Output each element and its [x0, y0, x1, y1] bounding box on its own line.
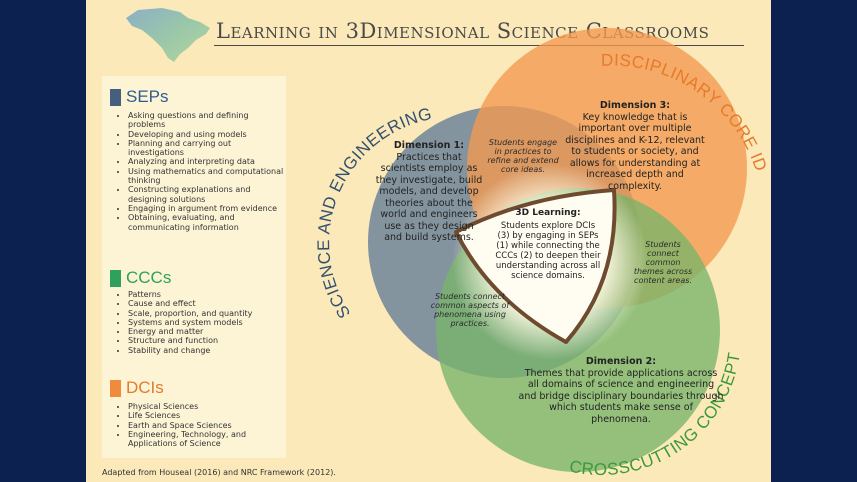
- dimension-1-text: Practices that scientists employ as they…: [375, 151, 483, 244]
- cccs-list-item: Scale, proportion, and quantity: [128, 309, 288, 318]
- left-legend-panel: SEPs Asking questions and defining probl…: [102, 76, 286, 458]
- cccs-swatch: [110, 269, 121, 287]
- overlap-sep-dci-text: Students engage in practices to refine a…: [487, 138, 559, 174]
- cccs-list-item: Systems and system models: [128, 318, 288, 327]
- south-carolina-map-icon: [126, 8, 210, 62]
- dimension-2-heading: Dimension 2:: [585, 356, 657, 367]
- seps-list-item: Asking questions and defining problems: [128, 111, 288, 130]
- title-divider: [214, 45, 744, 46]
- venn-diagram: SCIENCE AND ENGINEERING PRACTICES DISCIP…: [86, 0, 770, 479]
- center-shield: [454, 188, 617, 344]
- dimension-2-text: Themes that provide applications across …: [518, 367, 724, 425]
- dimension-3-block: Dimension 3: Key knowledge that is impor…: [564, 100, 706, 192]
- center-3d-learning-block: 3D Learning: Students explore DCIs (3) b…: [494, 208, 602, 281]
- cccs-list-item: Energy and matter: [128, 327, 288, 336]
- poster: Learning in 3Dimensional Science Classro…: [86, 0, 771, 482]
- footnote: Adapted from Houseal (2016) and NRC Fram…: [102, 468, 336, 477]
- cccs-heading: CCCs: [110, 268, 171, 288]
- cccs-list-item: Structure and function: [128, 336, 288, 345]
- overlap-sep-ccc-text: Students connect common aspects of pheno…: [430, 292, 510, 328]
- dcis-heading: DCIs: [110, 378, 164, 398]
- seps-list-item: Engaging in argument from evidence: [128, 204, 288, 213]
- dcis-list-item: Physical Sciences: [128, 402, 288, 411]
- seps-swatch: [110, 88, 121, 106]
- dcis-list: Physical SciencesLife SciencesEarth and …: [116, 402, 288, 448]
- cccs-list-item: Stability and change: [128, 346, 288, 355]
- dcis-list-item: Life Sciences: [128, 411, 288, 420]
- center-heading: 3D Learning:: [515, 208, 581, 218]
- seps-list-item: Developing and using models: [128, 130, 288, 139]
- dimension-1-heading: Dimension 1:: [393, 140, 465, 151]
- cccs-title: CCCs: [126, 268, 172, 287]
- dcis-title: DCIs: [126, 378, 164, 397]
- center-text: Students explore DCIs (3) by engaging in…: [495, 221, 601, 281]
- dcis-swatch: [110, 379, 121, 397]
- seps-list: Asking questions and defining problemsDe…: [116, 111, 288, 232]
- seps-heading: SEPs: [110, 87, 169, 107]
- seps-title: SEPs: [126, 87, 169, 106]
- seps-list-item: Using mathematics and computational thin…: [128, 167, 288, 186]
- seps-list-item: Analyzing and interpreting data: [128, 157, 288, 166]
- dimension-3-heading: Dimension 3:: [599, 100, 671, 111]
- dcis-list-item: Earth and Space Sciences: [128, 421, 288, 430]
- seps-list-item: Planning and carrying out investigations: [128, 139, 288, 158]
- dcis-list-item: Engineering, Technology, and Application…: [128, 430, 288, 449]
- seps-list-item: Constructing explanations and designing …: [128, 185, 288, 204]
- dimension-3-text: Key knowledge that is important over mul…: [565, 111, 705, 192]
- overlap-dci-ccc-text: Students connect common themes across co…: [633, 240, 693, 285]
- dimension-1-block: Dimension 1: Practices that scientists e…: [374, 140, 484, 244]
- cccs-list-item: Patterns: [128, 290, 288, 299]
- cccs-list: PatternsCause and effectScale, proportio…: [116, 290, 288, 355]
- cccs-list-item: Cause and effect: [128, 299, 288, 308]
- dimension-2-block: Dimension 2: Themes that provide applica…: [518, 356, 724, 425]
- seps-list-item: Obtaining, evaluating, and communicating…: [128, 213, 288, 232]
